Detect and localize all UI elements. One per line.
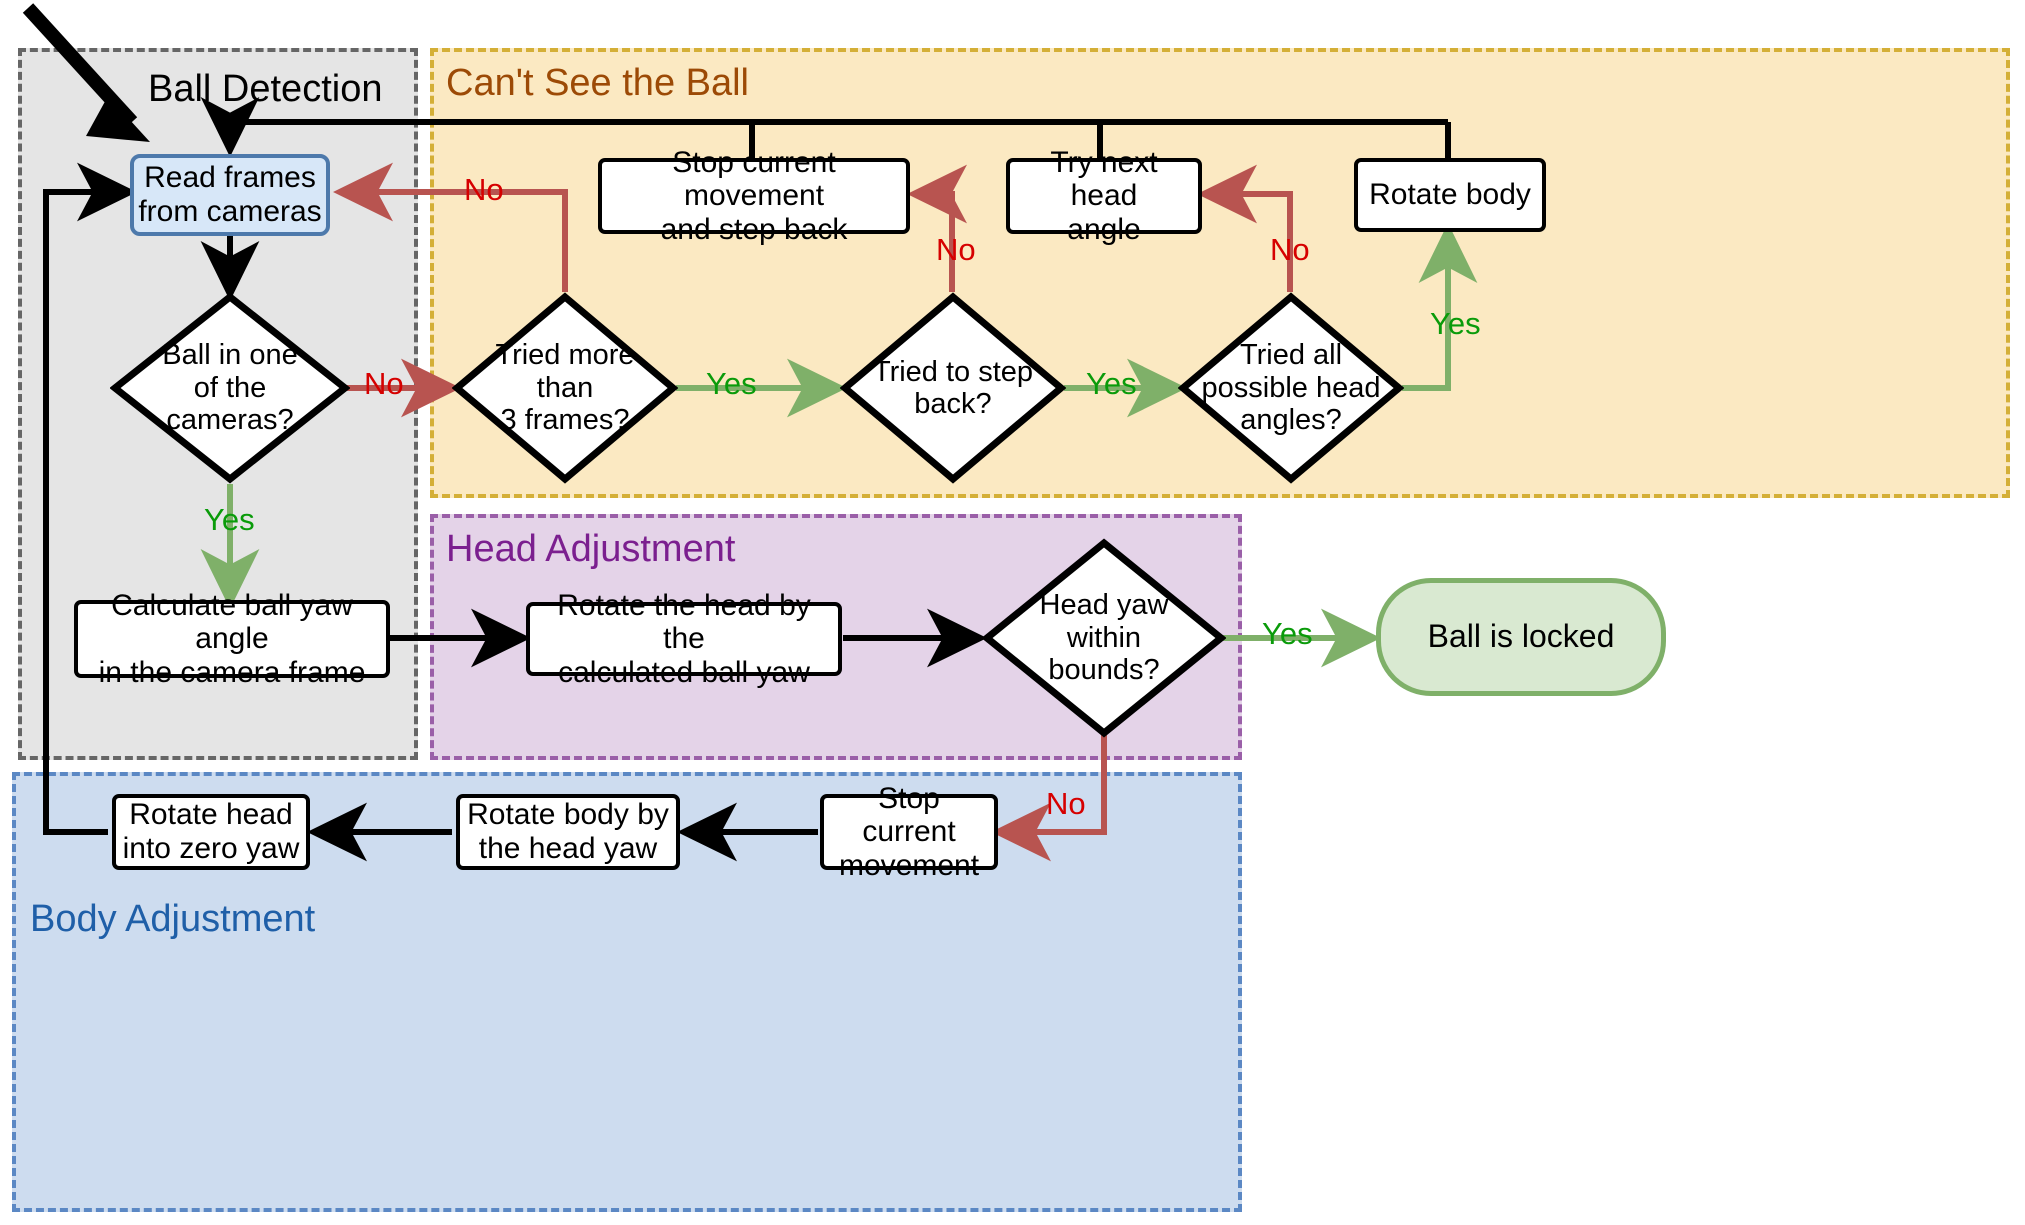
node-rotate-head-by-calculated-yaw[interactable]: Rotate the head by the calculated ball y… xyxy=(526,589,842,689)
node-stop-movement-step-back-label: Stop current movement and step back xyxy=(660,145,848,246)
node-tried-more-than-3-frames-label: Tried more than 3 frames? xyxy=(495,339,635,437)
edge-label-tried-step-back-no: No xyxy=(936,232,976,267)
edge-label-tried-more-3-no: No xyxy=(464,172,504,207)
node-rotate-head-into-zero-yaw[interactable]: Rotate head into zero yaw xyxy=(112,794,310,870)
node-tried-all-head-angles-label: Tried all possible head angles? xyxy=(1201,339,1381,437)
edge-entry-arrow xyxy=(22,3,150,142)
node-tried-to-step-back-label: Tried to step back? xyxy=(872,355,1034,420)
node-rotate-body-by-head-yaw-label: Rotate body by the head yaw xyxy=(467,798,669,865)
node-tried-more-than-3-frames[interactable]: Tried more than 3 frames? xyxy=(452,292,678,484)
node-calculate-ball-yaw-label: Calculate ball yaw angle in the camera f… xyxy=(98,588,366,689)
edge-rotatehead-zero-to-read-frames xyxy=(43,162,137,835)
edge-triedallheadangles-no xyxy=(1197,164,1293,292)
edge-top-bus-to-read-frames xyxy=(200,97,1448,157)
edge-label-tried-all-head-angles-yes: Yes xyxy=(1430,306,1481,341)
node-ball-in-cameras[interactable]: Ball in one of the cameras? xyxy=(110,292,350,484)
node-rotate-head-by-calculated-yaw-label: Rotate the head by the calculated ball y… xyxy=(557,588,811,689)
group-label-body-adjustment: Body Adjustment xyxy=(30,898,316,940)
edge-triedallheadangles-yes xyxy=(1402,223,1478,391)
node-rotate-body[interactable]: Rotate body xyxy=(1354,158,1546,232)
node-head-yaw-within-bounds-label: Head yaw within bounds? xyxy=(1039,589,1169,687)
node-stop-current-movement-label: Stop current movement xyxy=(838,781,980,882)
node-calculate-ball-yaw[interactable]: Calculate ball yaw angle in the camera f… xyxy=(74,589,390,689)
node-try-next-head-angle[interactable]: Try next head angle xyxy=(1006,146,1202,246)
edge-label-tried-all-head-angles-no: No xyxy=(1270,232,1310,267)
group-label-ball-detection: Ball Detection xyxy=(148,68,383,110)
edge-label-tried-more-3-yes: Yes xyxy=(706,366,757,401)
edge-label-tried-step-back-yes: Yes xyxy=(1086,366,1137,401)
node-rotate-body-label: Rotate body xyxy=(1369,178,1531,212)
edge-label-head-yaw-bounds-yes: Yes xyxy=(1262,616,1313,651)
edge-triedmore3-no xyxy=(333,162,568,292)
node-stop-current-movement[interactable]: Stop current movement xyxy=(820,782,998,882)
node-try-next-head-angle-label: Try next head angle xyxy=(1050,145,1158,246)
edge-headyawbounds-no xyxy=(991,730,1107,862)
node-ball-is-locked-label: Ball is locked xyxy=(1427,618,1615,655)
node-stop-movement-step-back[interactable]: Stop current movement and step back xyxy=(598,146,910,246)
edge-label-ball-in-cameras-no: No xyxy=(364,366,404,401)
node-rotate-body-by-head-yaw[interactable]: Rotate body by the head yaw xyxy=(456,794,680,870)
node-read-frames-label: Read frames from cameras xyxy=(138,161,322,228)
edge-triedstepback-no xyxy=(907,164,967,292)
node-read-frames[interactable]: Read frames from cameras xyxy=(130,154,330,236)
node-head-yaw-within-bounds[interactable]: Head yaw within bounds? xyxy=(982,538,1226,738)
node-ball-in-cameras-label: Ball in one of the cameras? xyxy=(162,339,298,437)
node-tried-all-head-angles[interactable]: Tried all possible head angles? xyxy=(1178,292,1404,484)
node-ball-is-locked[interactable]: Ball is locked xyxy=(1376,578,1666,696)
group-label-cant-see-the-ball: Can't See the Ball xyxy=(446,62,749,104)
edge-label-ball-in-cameras-yes: Yes xyxy=(204,502,255,537)
node-rotate-head-into-zero-yaw-label: Rotate head into zero yaw xyxy=(122,798,300,865)
edge-label-head-yaw-bounds-no: No xyxy=(1046,786,1086,821)
node-tried-to-step-back[interactable]: Tried to step back? xyxy=(840,292,1066,484)
group-label-head-adjustment: Head Adjustment xyxy=(446,528,736,570)
